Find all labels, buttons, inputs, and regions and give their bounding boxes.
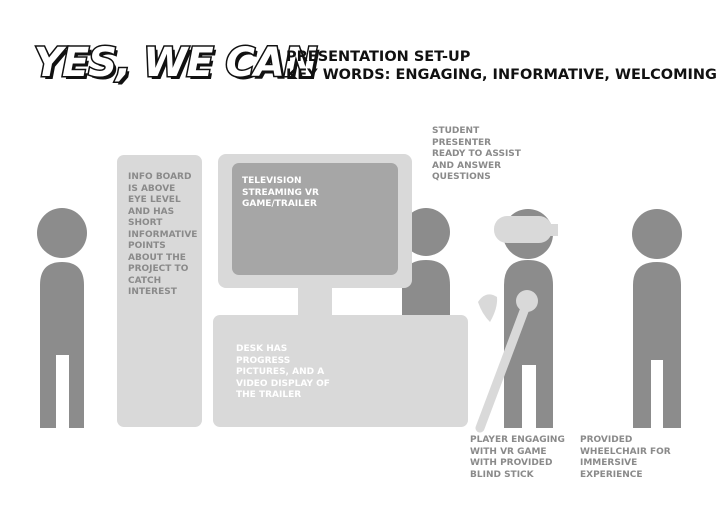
header-keywords: KEY WORDS: ENGAGING, INFORMATIVE, WELCOM… — [286, 67, 717, 83]
desk — [213, 315, 468, 427]
wheelchair-label: PROVIDED WHEELCHAIR FOR IMMERSIVE EXPERI… — [580, 435, 671, 480]
header: PRESENTATION SET-UP KEY WORDS: ENGAGING,… — [286, 48, 717, 84]
vr-player-figure — [494, 209, 558, 428]
vr-headset-icon — [494, 216, 552, 243]
logo-title: YES, WE CAN — [32, 39, 318, 88]
student-presenter-label: STUDENT PRESENTER READY TO ASSIST AND AN… — [432, 126, 521, 182]
visitor-figure-left — [37, 208, 87, 428]
student-presenter-figure — [402, 208, 450, 330]
television-label: TELEVISION STREAMING VR GAME/TRAILER — [242, 176, 319, 209]
header-title: PRESENTATION SET-UP — [286, 49, 471, 65]
blind-stick — [475, 290, 538, 433]
television — [218, 154, 412, 316]
info-board-label: INFO BOARD IS ABOVE EYE LEVEL AND HAS SH… — [128, 172, 198, 297]
wheelchair-visitor-figure — [632, 209, 682, 428]
desk-label: DESK HAS PROGRESS PICTURES, AND A VIDEO … — [236, 344, 330, 400]
vr-player-label: PLAYER ENGAGING WITH VR GAME WITH PROVID… — [470, 435, 565, 480]
info-board — [117, 155, 202, 427]
